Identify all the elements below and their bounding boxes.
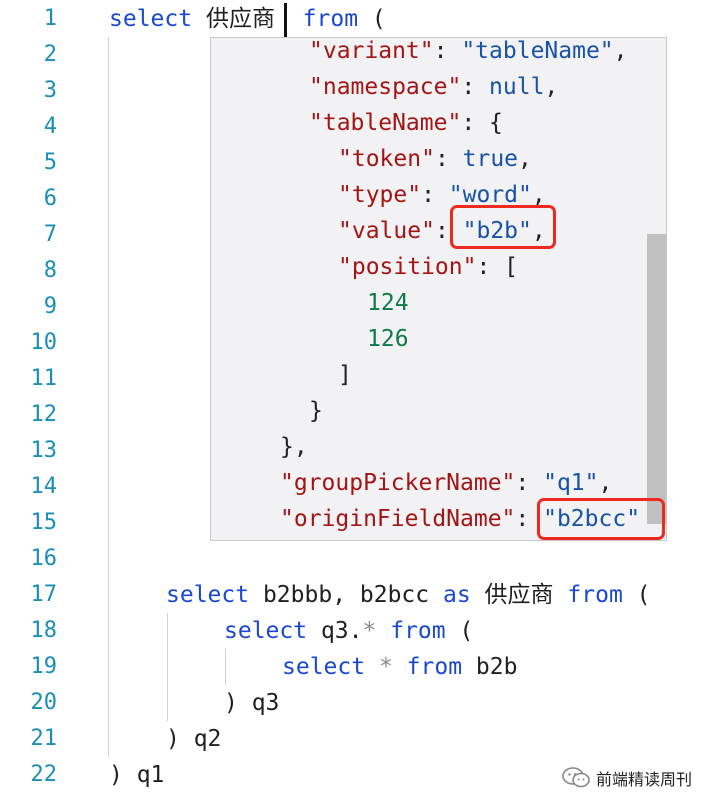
hover-tooltip[interactable]: "variant": "tableName", "namespace": nul… xyxy=(210,37,667,541)
keyword-select: select xyxy=(224,618,308,644)
json-brace: }, xyxy=(280,434,308,460)
line-number: 5 xyxy=(43,150,57,175)
json-line: "token": true, xyxy=(338,146,532,172)
highlight-origin-field-box xyxy=(537,498,665,540)
highlight-value-box xyxy=(450,205,556,249)
line-number: 19 xyxy=(30,654,58,679)
json-line: "type": "word", xyxy=(338,182,546,208)
watermark-text: 前端精读周刊 xyxy=(596,770,693,789)
keyword-select: select xyxy=(109,6,193,32)
code-line-1[interactable]: select 供应商 from ( xyxy=(109,1,386,37)
text-cursor xyxy=(284,3,287,37)
code-line-19[interactable]: select * from b2b xyxy=(282,649,517,685)
code-line-17[interactable]: select b2bbb, b2bcc as 供应商 from ( xyxy=(166,577,651,613)
code-line-20[interactable]: ) q3 xyxy=(224,690,280,716)
wechat-icon xyxy=(562,767,590,789)
line-number: 18 xyxy=(30,618,58,643)
open-paren: ( xyxy=(371,6,386,32)
line-number: 16 xyxy=(30,546,58,571)
indent-guide xyxy=(225,649,226,685)
json-brace: } xyxy=(309,398,323,424)
line-number: 14 xyxy=(30,474,58,499)
table-name: 供应商 xyxy=(205,6,275,32)
table-name: b2b xyxy=(475,654,518,680)
line-number: 3 xyxy=(43,78,57,103)
tooltip-scrollbar-thumb[interactable] xyxy=(647,234,666,524)
code-line-21[interactable]: ) q2 xyxy=(166,726,222,752)
line-number: 9 xyxy=(43,294,57,319)
keyword-select: select xyxy=(166,582,250,608)
column-alias: 供应商 xyxy=(484,582,554,608)
line-number: 10 xyxy=(30,330,58,355)
json-number: 124 xyxy=(367,290,409,316)
line-number: 17 xyxy=(30,582,58,607)
json-line: "variant": "tableName", xyxy=(309,38,628,64)
open-paren: ( xyxy=(459,618,474,644)
json-bracket: ] xyxy=(338,362,352,388)
line-number: 13 xyxy=(30,438,58,463)
open-paren: ( xyxy=(636,582,651,608)
indent-guide xyxy=(167,613,168,721)
line-number: 1 xyxy=(43,6,57,31)
line-number: 15 xyxy=(30,510,58,535)
keyword-from: from xyxy=(302,6,359,32)
watermark: 前端精读周刊 xyxy=(562,766,692,790)
line-number: 6 xyxy=(43,186,57,211)
line-number: 12 xyxy=(30,402,58,427)
column-list: b2bbb, b2bcc xyxy=(262,582,430,608)
code-line-22[interactable]: ) q1 xyxy=(109,762,165,788)
code-line-18[interactable]: select q3.* from ( xyxy=(224,613,473,649)
table-ref: q3. xyxy=(320,618,363,644)
line-number: 4 xyxy=(43,114,57,139)
json-line: "tableName": { xyxy=(309,110,503,136)
star-operator: * xyxy=(362,618,377,644)
json-line: "position": [ xyxy=(338,254,519,280)
json-line: "originFieldName": "b2bcc" xyxy=(280,506,641,532)
indent-guide xyxy=(108,37,109,757)
keyword-as: as xyxy=(442,582,471,608)
line-number: 8 xyxy=(43,258,57,283)
json-line: "value": "b2b", xyxy=(338,218,546,244)
json-line: "groupPickerName": "q1", xyxy=(280,470,613,496)
line-number: 21 xyxy=(30,726,58,751)
keyword-from: from xyxy=(390,618,446,644)
keyword-from: from xyxy=(567,582,623,608)
line-number: 22 xyxy=(30,762,58,787)
json-number: 126 xyxy=(367,326,409,352)
keyword-select: select xyxy=(282,654,366,680)
line-number: 7 xyxy=(43,222,57,247)
json-line: "namespace": null, xyxy=(309,74,559,100)
line-number: 20 xyxy=(30,690,58,715)
keyword-from: from xyxy=(406,654,463,680)
line-number: 2 xyxy=(43,42,57,67)
line-number: 11 xyxy=(30,366,58,391)
star-operator: * xyxy=(378,654,393,680)
